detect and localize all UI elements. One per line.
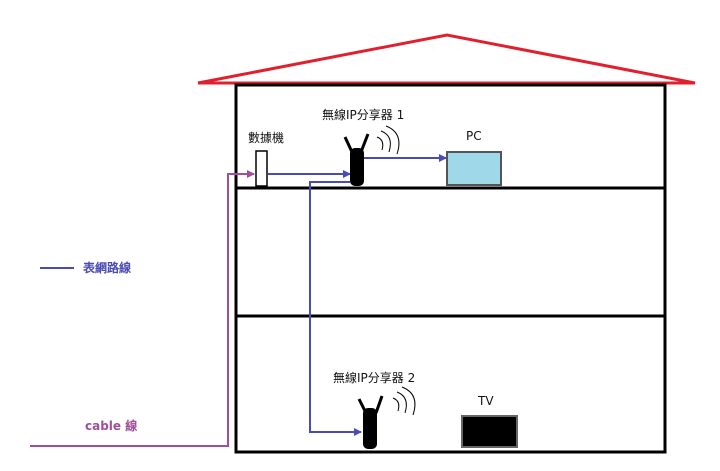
legend-ethernet-label: 表網路線 xyxy=(83,261,132,275)
cable-line xyxy=(30,170,255,447)
ethernet-router1-to-router2 xyxy=(309,181,362,436)
monitor-icon xyxy=(446,151,502,186)
tv-icon xyxy=(461,415,518,448)
wireless-router-icon xyxy=(357,395,384,449)
modem-label: 數據機 xyxy=(248,131,285,145)
roof xyxy=(197,33,696,85)
router1-label: 無線IP分享器 1 xyxy=(322,108,405,122)
pc-label: PC xyxy=(466,129,482,143)
house-outline xyxy=(234,83,667,454)
router2-label: 無線IP分享器 2 xyxy=(333,371,416,385)
modem-icon xyxy=(255,150,268,187)
wifi-waves-icon xyxy=(376,125,400,155)
wireless-router-icon xyxy=(343,133,370,186)
tv-label: TV xyxy=(478,394,494,408)
legend-cable-label: cable 線 xyxy=(85,419,138,433)
wifi-waves-icon xyxy=(392,386,416,416)
